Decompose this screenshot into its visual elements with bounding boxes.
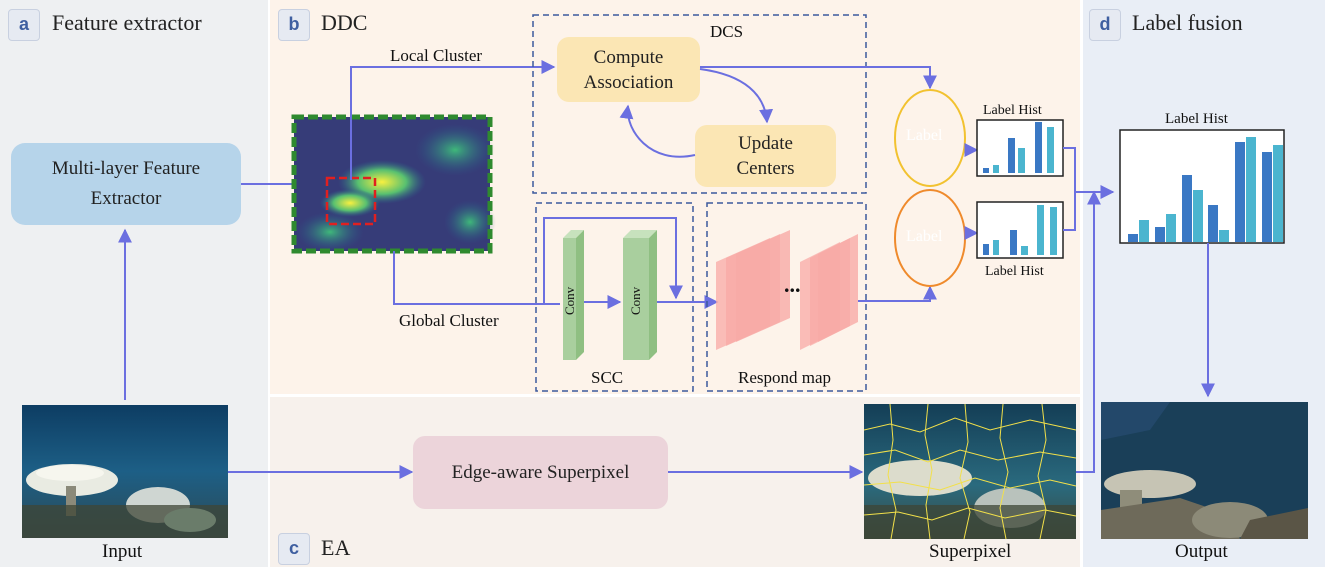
respond-map-stack-2	[800, 234, 858, 350]
hist-bottom-to-fusion	[1063, 192, 1076, 231]
global-cluster-arrow	[393, 251, 560, 305]
respond-map-box	[706, 202, 867, 392]
superpixel-image	[863, 403, 1077, 540]
compute-association-shape	[557, 37, 700, 102]
label-hist-top	[976, 119, 1064, 177]
label-hist-top-title: Label Hist	[983, 103, 1042, 118]
label-hist-bottom	[976, 201, 1064, 259]
global-cluster-label: Global Cluster	[399, 311, 499, 330]
panel-c-title: EA	[321, 535, 351, 560]
output-segmentation	[1101, 402, 1308, 539]
update-centers-box: Update Centers	[736, 133, 795, 179]
update-centers-shape	[695, 125, 836, 187]
label-node-top: Label	[906, 127, 943, 144]
skip-connection-arrow	[543, 217, 683, 304]
superpixel-to-fusion	[1076, 190, 1101, 473]
fused-label-hist	[1119, 129, 1285, 244]
dcs-box	[532, 14, 867, 194]
superpixel-label: Superpixel	[929, 541, 1012, 562]
conv-label-2: Conv	[628, 286, 643, 315]
label-hist-bottom-title: Label Hist	[985, 264, 1044, 279]
panel-a-title: Feature extractor	[52, 10, 202, 35]
respond-to-label-arrow	[858, 285, 937, 302]
panel-d-title: Label fusion	[1132, 10, 1243, 35]
input-label: Input	[102, 541, 143, 562]
dcs-label: DCS	[710, 22, 744, 41]
dcs-to-label-arrow	[700, 66, 937, 90]
respond-map-label: Respond map	[738, 368, 832, 387]
panel-b-badge: b	[278, 9, 310, 41]
respond-map-ellipsis: ...	[784, 272, 801, 297]
extractor-box-shape	[11, 143, 241, 225]
panel-b-title: DDC	[321, 10, 368, 35]
hist-top-to-fusion	[1063, 147, 1115, 199]
edge-aware-shape	[413, 436, 668, 509]
respond-map-stack-1	[716, 230, 790, 350]
feedback-arrow	[619, 104, 696, 158]
input-image	[22, 405, 228, 538]
local-cluster-arrow	[350, 60, 556, 180]
label-ellipse-top	[894, 89, 966, 187]
panel-c-badge: c	[278, 533, 310, 565]
feature-heatmap	[291, 114, 496, 254]
conv-label-1: Conv	[562, 286, 577, 315]
edge-aware-superpixel-box: Edge-aware Superpixel	[451, 461, 630, 483]
scc-label: SCC	[591, 368, 624, 387]
panel-a-badge: a	[8, 9, 40, 41]
conv-block-1	[563, 230, 584, 360]
feature-extractor-box: Multi-layer Feature Extractor	[51, 158, 201, 209]
local-cluster-label: Local Cluster	[390, 46, 483, 65]
compute-association-box: Compute Association	[583, 46, 674, 93]
fused-hist-title: Label Hist	[1165, 111, 1228, 127]
panel-d-badge: d	[1089, 9, 1121, 41]
output-label: Output	[1175, 541, 1228, 562]
update-arrow	[699, 68, 774, 124]
label-node-bottom: Label	[906, 228, 943, 245]
scc-box	[535, 202, 694, 392]
conv-block-2	[623, 230, 657, 360]
